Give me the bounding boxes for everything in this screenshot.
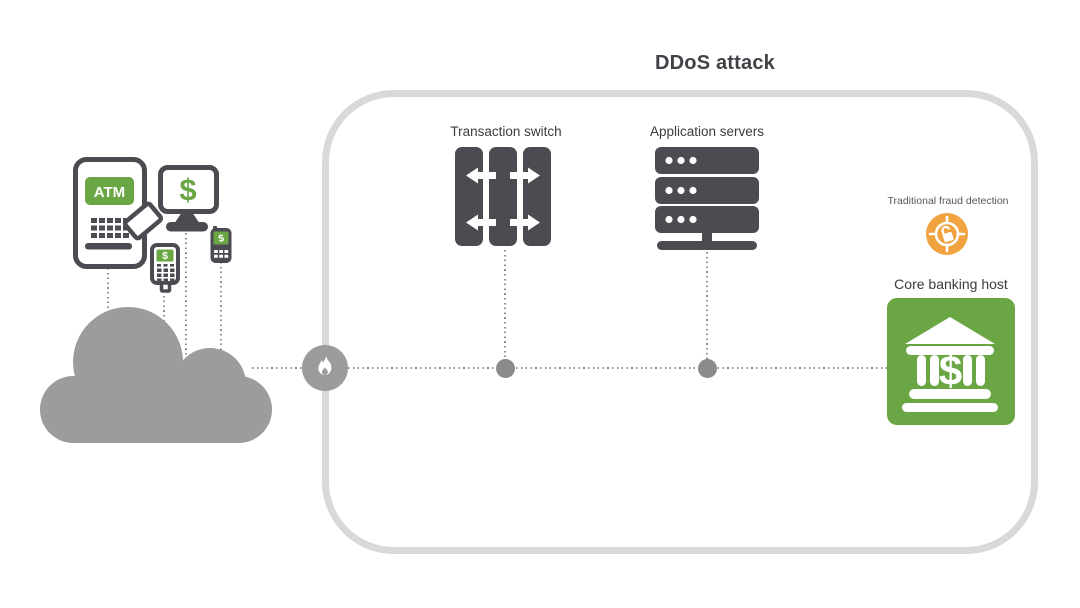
server-stack-icon [655, 147, 759, 250]
phone-dollar-symbol: $ [217, 233, 225, 245]
atm-machine-icon: ATM [73, 157, 164, 269]
connector-phone-to-cloud [220, 262, 222, 400]
connector-servers-drop [706, 252, 708, 368]
junction-dot-switch [496, 359, 515, 378]
monitor-dollar-icon: $ [158, 165, 219, 232]
monitor-dollar-symbol: $ [179, 172, 196, 207]
bank-building-icon: $ [887, 298, 1015, 425]
junction-dot-servers [698, 359, 717, 378]
ddos-zone-border [322, 90, 1038, 554]
mobile-phone-icon: $ [210, 226, 232, 263]
pos-terminal-icon: $ [150, 243, 180, 293]
atm-label: ATM [94, 184, 125, 201]
transaction-switch-label: Transaction switch [450, 124, 562, 139]
bank-dollar-symbol: $ [939, 347, 962, 394]
card-icon [122, 201, 164, 241]
flame-icon [302, 345, 348, 391]
pos-dollar-symbol: $ [162, 250, 168, 262]
connector-switch-drop [504, 250, 506, 368]
target-padlock-icon [926, 213, 968, 255]
core-banking-host-label: Core banking host [894, 276, 1008, 292]
switch-arrows-icon [455, 147, 551, 246]
cloud-icon [40, 307, 272, 443]
connector-monitor-to-cloud [185, 233, 187, 400]
diagram-title: DDoS attack [654, 52, 775, 74]
application-servers-label: Application servers [649, 124, 765, 139]
fraud-detection-label: Traditional fraud detection [887, 195, 1009, 207]
connector-cloud-to-bank [252, 367, 887, 369]
